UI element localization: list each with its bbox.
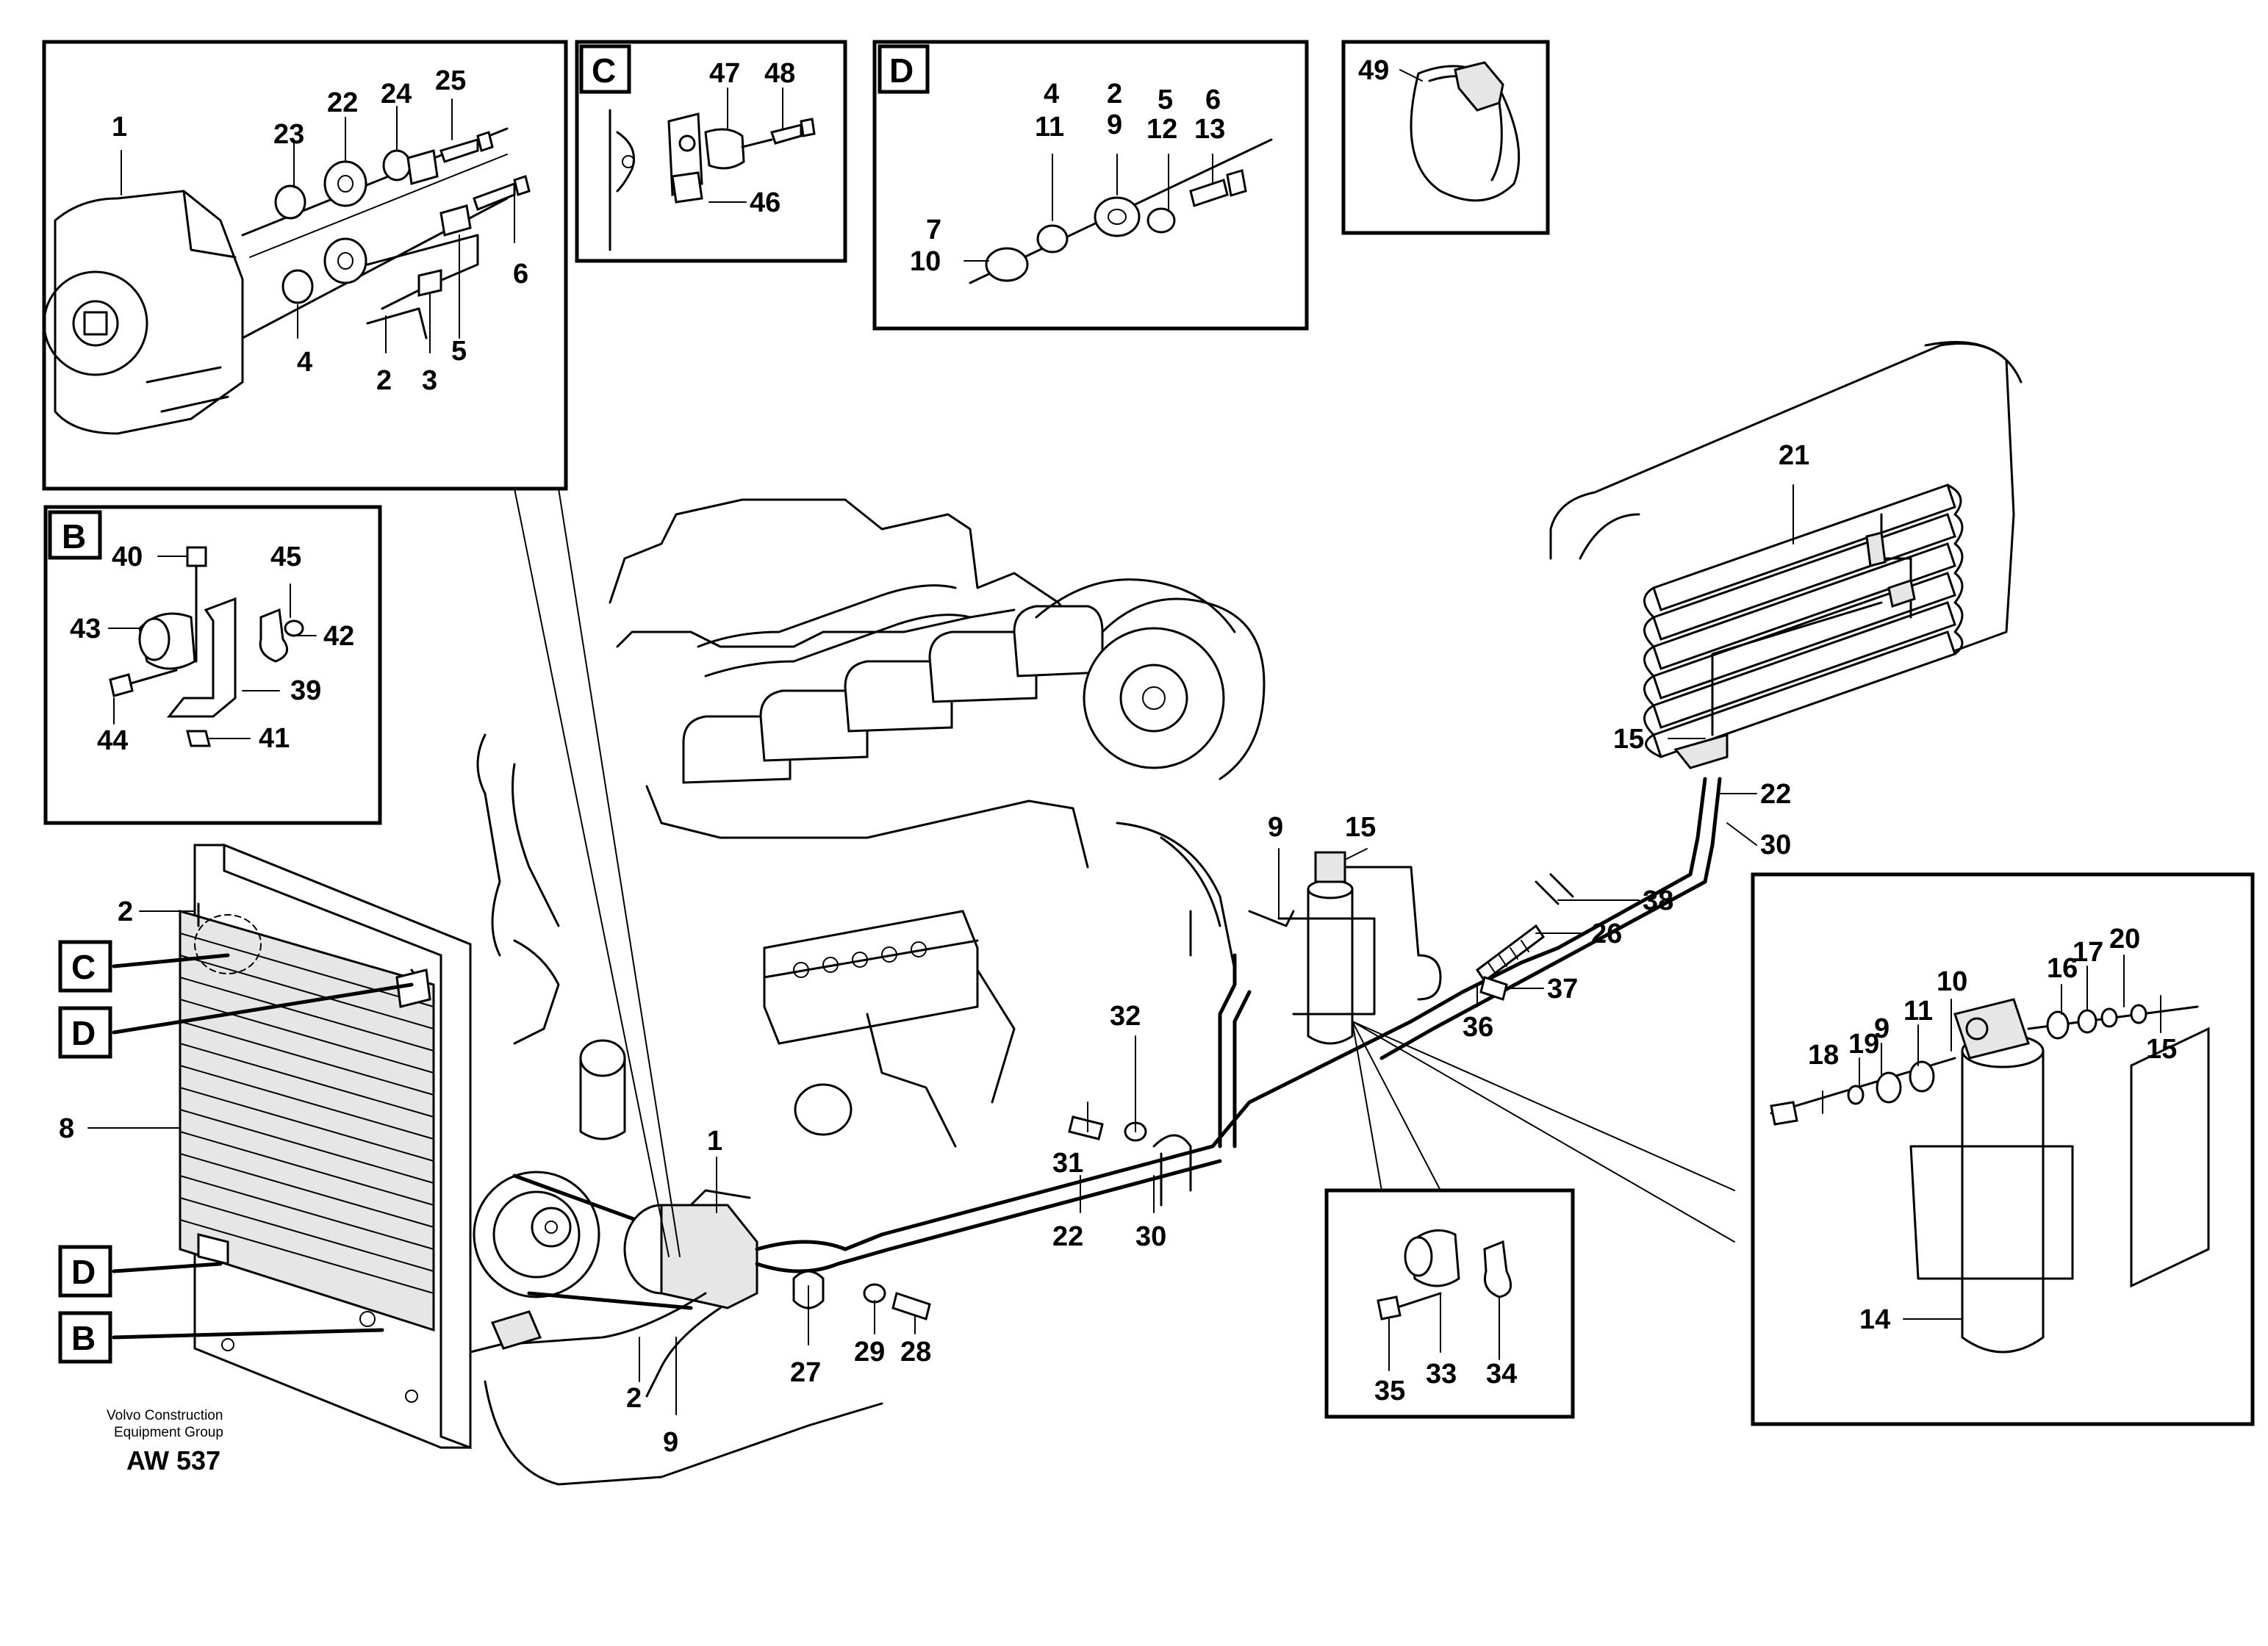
marker-d-lower: D — [71, 1253, 96, 1291]
detail-box-clamp — [1324, 1188, 1575, 1419]
callout-22-evap: 22 — [1760, 779, 1791, 810]
credit-line-1: Volvo Construction — [107, 1408, 223, 1423]
callout-9-receiver: 9 — [1268, 812, 1283, 843]
detail-letter-b-box: B — [62, 517, 86, 556]
detail-box-d — [872, 40, 1309, 331]
callout-26: 26 — [1591, 919, 1622, 949]
callout-7-d: 7 — [926, 215, 941, 245]
callout-36: 36 — [1463, 1012, 1493, 1043]
callout-9-d: 9 — [1107, 109, 1122, 140]
callout-33: 33 — [1426, 1359, 1457, 1390]
callout-25: 25 — [435, 65, 466, 96]
marker-b: B — [71, 1319, 96, 1357]
callout-38: 38 — [1643, 885, 1673, 916]
callout-2-condenser: 2 — [118, 896, 133, 927]
callout-labels: 1 23 22 24 25 6 4 2 3 5 B 40 45 43 42 39… — [59, 51, 2177, 1458]
callout-15-evap: 15 — [1613, 724, 1644, 755]
detail-box-c — [575, 40, 847, 263]
callout-2-d: 2 — [1107, 79, 1122, 109]
figure-credit: Volvo Construction Equipment Group AW 53… — [107, 1408, 223, 1476]
callout-4-detail: 4 — [297, 347, 312, 378]
callout-46: 46 — [750, 187, 780, 218]
callout-19: 19 — [1848, 1029, 1879, 1060]
detail-box-compressor — [42, 40, 568, 491]
callout-17: 17 — [2073, 937, 2103, 968]
detail-box-receiver — [1751, 872, 2255, 1426]
callout-49: 49 — [1358, 55, 1389, 86]
callout-4-d: 4 — [1044, 79, 1059, 109]
detail-letter-d-box: D — [889, 51, 914, 90]
callout-37: 37 — [1547, 974, 1578, 1005]
callout-12-d: 12 — [1146, 114, 1177, 145]
callout-29: 29 — [854, 1337, 885, 1368]
callout-41: 41 — [259, 723, 290, 754]
callout-10-d: 10 — [910, 246, 941, 277]
callout-8: 8 — [59, 1113, 74, 1144]
callout-35: 35 — [1374, 1376, 1405, 1406]
detail-markers: C D D B — [58, 940, 112, 1364]
detail-letter-c-box: C — [592, 51, 616, 90]
callout-11-d: 11 — [1035, 112, 1064, 143]
callout-30-evap: 30 — [1760, 830, 1791, 860]
condenser-assembly — [179, 843, 542, 1450]
marker-d-upper: D — [71, 1014, 96, 1052]
callout-44: 44 — [97, 725, 128, 756]
callout-21: 21 — [1779, 440, 1809, 471]
figure-code: AW 537 — [126, 1445, 220, 1476]
callout-2-detail: 2 — [376, 365, 392, 396]
callout-6-detail: 6 — [513, 259, 528, 290]
callout-22-detail: 22 — [327, 87, 358, 118]
callout-23: 23 — [273, 119, 304, 150]
callout-6-d: 6 — [1205, 85, 1221, 115]
marker-c: C — [71, 948, 96, 986]
callout-20: 20 — [2109, 924, 2140, 955]
callout-9: 9 — [1874, 1013, 1890, 1044]
callout-40: 40 — [112, 542, 143, 572]
callout-24: 24 — [381, 79, 412, 109]
callout-27: 27 — [790, 1357, 821, 1388]
callout-9-hose: 9 — [663, 1427, 678, 1458]
callout-16: 16 — [2047, 953, 2078, 984]
callout-1-detail: 1 — [112, 112, 127, 143]
callout-5-d: 5 — [1158, 85, 1173, 115]
detail-box-b — [43, 505, 382, 825]
callout-13-d: 13 — [1194, 114, 1225, 145]
callout-32: 32 — [1110, 1001, 1141, 1032]
callout-42: 42 — [323, 621, 354, 652]
callout-43: 43 — [70, 614, 101, 644]
callout-22-pipe: 22 — [1052, 1221, 1083, 1252]
callout-15: 15 — [2146, 1034, 2177, 1065]
callout-2-hose: 2 — [626, 1383, 642, 1414]
callout-39: 39 — [290, 675, 321, 706]
callout-48: 48 — [764, 58, 795, 89]
callout-28: 28 — [900, 1337, 931, 1368]
evaporator-assembly — [1549, 341, 2023, 769]
callout-15-receiver: 15 — [1345, 812, 1376, 843]
callout-47: 47 — [709, 58, 740, 89]
callout-5-detail: 5 — [451, 336, 467, 367]
engine-drawing — [469, 498, 1722, 1486]
callout-11: 11 — [1903, 996, 1933, 1027]
callout-45: 45 — [270, 542, 301, 572]
detail-box-49 — [1341, 40, 1550, 235]
callout-3-detail: 3 — [422, 365, 437, 396]
callout-1: 1 — [707, 1126, 722, 1157]
callout-34: 34 — [1486, 1359, 1517, 1390]
leader-lines — [87, 484, 1794, 1415]
callout-31: 31 — [1052, 1148, 1083, 1179]
credit-line-2: Equipment Group — [114, 1425, 223, 1440]
callout-30-pipe: 30 — [1135, 1221, 1166, 1252]
callout-10: 10 — [1937, 966, 1967, 997]
callout-14: 14 — [1859, 1304, 1890, 1335]
callout-18: 18 — [1808, 1040, 1839, 1071]
